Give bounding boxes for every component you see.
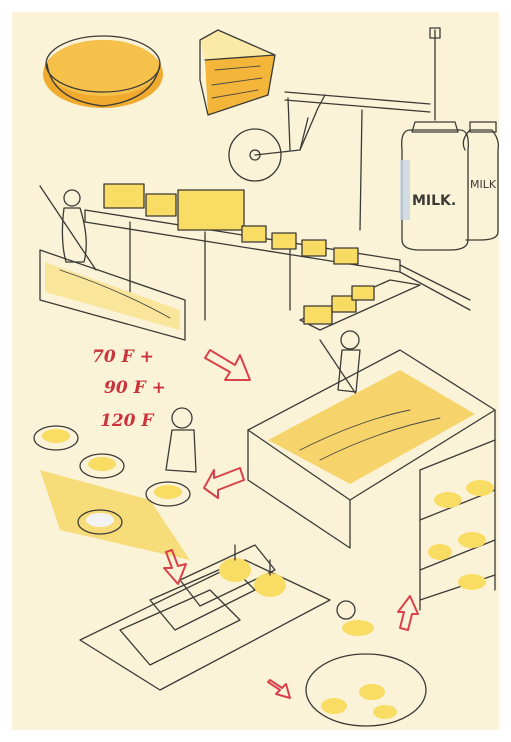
milk-can-label: MILK. xyxy=(412,193,456,209)
paper-background xyxy=(12,12,499,730)
temp-step-2: 90 F + xyxy=(104,378,166,398)
temp-step-3: 120 F xyxy=(100,411,155,431)
temp-step-1: 70 F + xyxy=(92,347,154,367)
milk-can-label-2: MILK xyxy=(470,178,497,191)
